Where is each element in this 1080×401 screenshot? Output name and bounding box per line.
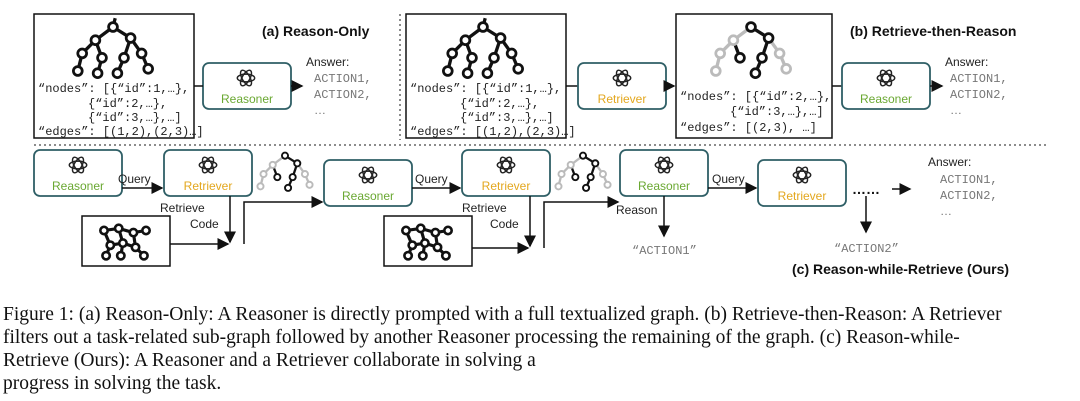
subgraph-text-line2: {“id”:3,…},…]	[730, 105, 824, 119]
caption-line-2: filters out a task-related sub-graph fol…	[3, 327, 960, 348]
query-label-2: Query	[415, 172, 448, 186]
retriever-label-c3: Retriever	[778, 189, 827, 203]
subgraph-small-icon	[256, 151, 314, 193]
answer-action2-a: ACTION2,	[314, 88, 372, 102]
reason-label: Reason	[616, 203, 657, 217]
reasoner-label-c1: Reasoner	[52, 179, 104, 193]
query-label-3: Query	[712, 172, 745, 186]
retrieve-label-1: Retrieve	[160, 201, 205, 215]
answer-action2-b: ACTION2,	[950, 88, 1008, 102]
answer-label-b: Answer:	[945, 55, 988, 69]
panel-reason-only: “nodes”: [{“id”:1,…}, {“id”:2,…}, {“id”:…	[33, 13, 372, 139]
answer-ellipsis-c: …	[940, 204, 952, 218]
reasoner-box-c2	[323, 159, 413, 207]
graph-text-b-line1: “nodes”: [{“id”:1,…},	[410, 82, 561, 96]
retriever-label-c2: Retriever	[482, 179, 531, 193]
reasoner-label-c2: Reasoner	[342, 189, 394, 203]
section-title-b: (b) Retrieve-then-Reason	[850, 23, 1016, 39]
reasoner-label-b: Reasoner	[860, 92, 912, 106]
graph-text-b-line4: “edges”: [(1,2),(2,3)…]	[410, 125, 576, 139]
answer-label-a: Answer:	[306, 55, 349, 69]
panel-retrieve-then-reason: “nodes”: [{“id”:1,…}, {“id”:2,…}, {“id”:…	[405, 13, 1016, 139]
section-title-c: (c) Reason-while-Retrieve (Ours)	[792, 261, 1009, 277]
graph-text-line3: {“id”:3,…},…]	[88, 111, 182, 125]
answer-action1-b: ACTION1,	[950, 72, 1008, 86]
subgraph-text-line1: “nodes”: [{“id”:2,…},	[680, 90, 831, 104]
retrieve-label-2: Retrieve	[462, 201, 507, 215]
subgraph-text-line3: “edges”: [(2,3), …]	[680, 121, 817, 135]
retriever-label-b: Retriever	[598, 92, 647, 106]
answer-action1-c: ACTION1,	[940, 173, 998, 187]
graph-text-b-line3: {“id”:3,…},…]	[460, 111, 554, 125]
answer-label-c: Answer:	[928, 155, 971, 169]
reasoner-label-a: Reasoner	[221, 92, 273, 106]
retriever-box-c1	[163, 149, 253, 197]
section-title-a: (a) Reason-Only	[262, 23, 370, 39]
caption-line-3: Retrieve (Ours): A Reasoner and a Retrie…	[3, 350, 536, 371]
caption-line-4: progress in solving the task.	[3, 373, 222, 394]
graph-text-b-line2: {“id”:2,…},	[460, 97, 539, 111]
retriever-box-c3	[757, 159, 847, 207]
output-action1: “ACTION1”	[632, 244, 697, 258]
reasoner-label-c3: Reasoner	[638, 179, 690, 193]
answer-action1-a: ACTION1,	[314, 72, 372, 86]
graph-text-line1: “nodes”: [{“id”:1,…},	[38, 82, 189, 96]
code-label-2: Code	[490, 217, 519, 231]
retriever-label-c1: Retriever	[184, 179, 233, 193]
caption-line-1: Figure 1: (a) Reason-Only: A Reasoner is…	[3, 304, 1002, 325]
continuation-dots: ……	[852, 181, 880, 197]
graph-text-line2: {“id”:2,…},	[88, 97, 167, 111]
query-label-1: Query	[118, 172, 151, 186]
code-label-1: Code	[190, 217, 219, 231]
answer-ellipsis-a: …	[314, 103, 326, 117]
panel-reason-while-retrieve: Reasoner Query Retriever Reasoner Query …	[33, 149, 1009, 277]
subgraph-small-icon	[554, 151, 612, 193]
framework-diagram: “nodes”: [{“id”:1,…}, {“id”:2,…}, {“id”:…	[33, 13, 1046, 277]
graph-text-line4: “edges”: [(1,2),(2,3)…]	[38, 125, 204, 139]
retriever-box-c2	[461, 149, 551, 197]
answer-action2-c: ACTION2,	[940, 189, 998, 203]
reasoner-box-c1	[33, 149, 123, 197]
output-action2: “ACTION2”	[834, 242, 899, 256]
answer-ellipsis-b: …	[950, 103, 962, 117]
figure-caption: Figure 1: (a) Reason-Only: A Reasoner is…	[3, 303, 1077, 395]
